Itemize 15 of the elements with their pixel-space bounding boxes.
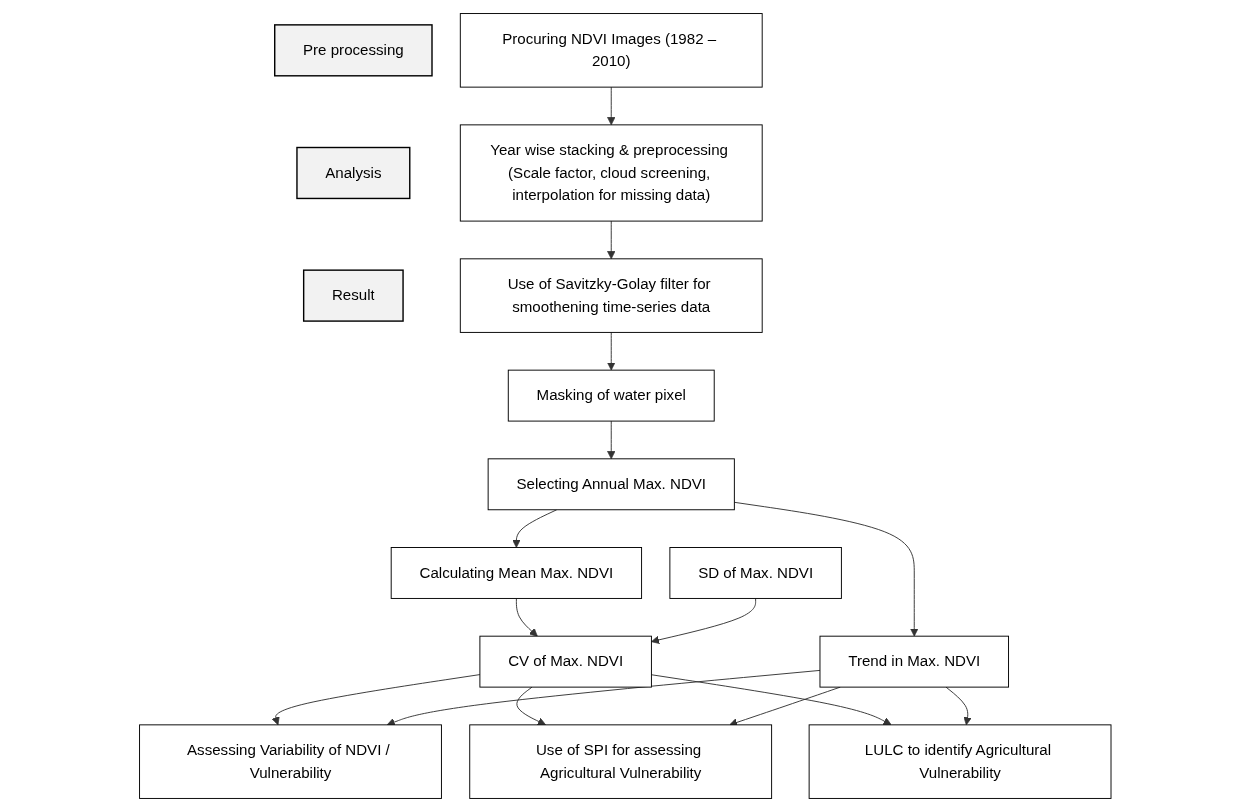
node-box: Use of SPI for assessing Agricultural Vulnerability [469,723,772,799]
node-box: LULC to identify Agricultural Vulnerability [808,723,1112,799]
node-box: Result [302,268,404,322]
node-box: Procuring NDVI Images (1982 – 2010) [459,12,763,88]
node-box: Masking of water pixel [507,369,715,422]
node-box: Analysis [295,146,411,199]
node-box: Year wise stacking & preprocessing (Scale factor, cloud screening, interpolation for missing data) [459,123,763,222]
node-box: Calculating Mean Max. NDVI [390,546,642,599]
node-box: Assessing Variability of NDVI / Vulnerability [138,723,442,799]
node-box: Selecting Annual Max. NDVI [487,457,735,510]
node-box: SD of Max. NDVI [669,546,842,599]
node-box: Pre processing [273,23,433,76]
node-box: Trend in Max. NDVI [819,635,1009,688]
node-box: CV of Max. NDVI [479,635,652,688]
node-box: Use of Savitzky-Golay filter for smoothening time-series data [459,257,763,333]
